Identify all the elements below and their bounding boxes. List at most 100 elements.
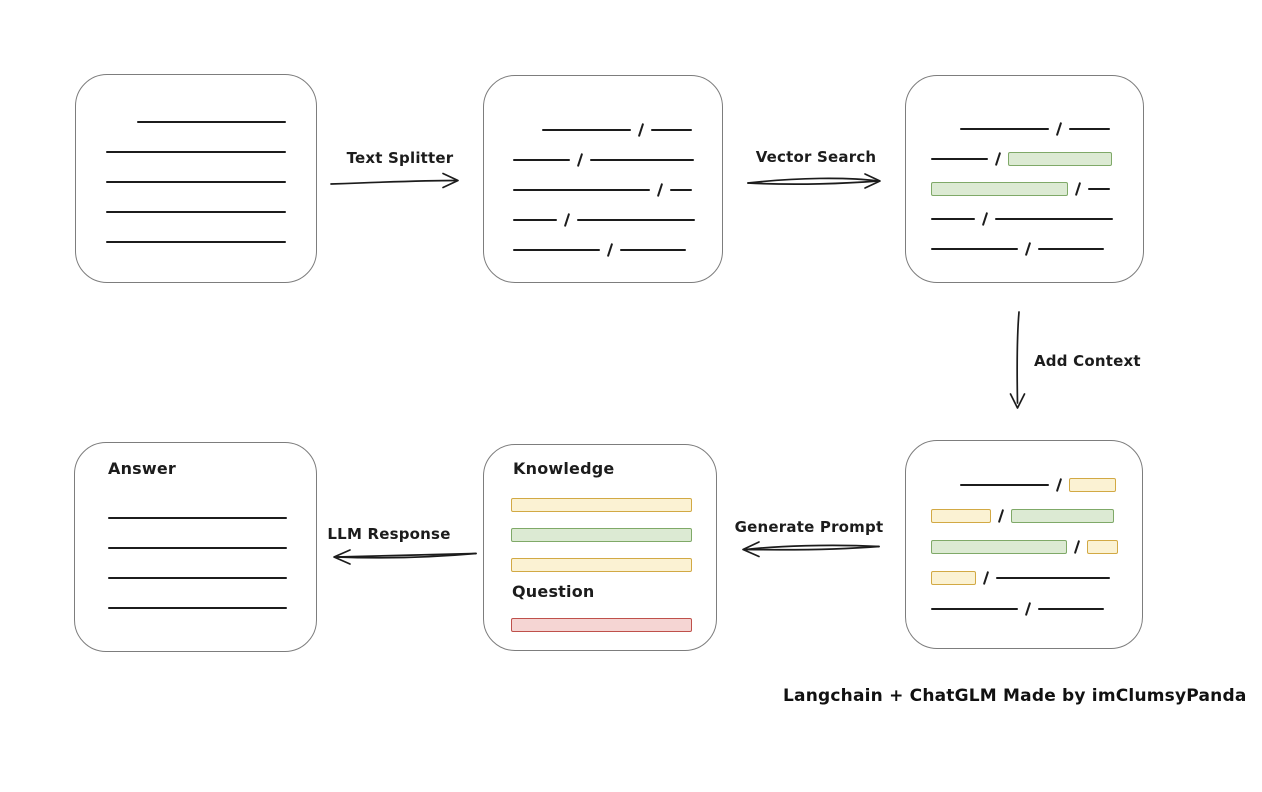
slash-separator xyxy=(637,123,645,137)
add-context-arrow xyxy=(1009,311,1026,409)
knowledge-label: Knowledge xyxy=(513,459,615,478)
yellow-chunk xyxy=(931,570,976,585)
chunk-row xyxy=(108,503,292,533)
llm-response-arrow-label: LLM Response xyxy=(327,525,451,543)
chunk-row xyxy=(511,610,692,640)
document-node xyxy=(75,74,317,283)
chunk-row xyxy=(931,204,1119,234)
text-line xyxy=(960,483,1049,486)
chunk-row xyxy=(511,550,692,580)
green-chunk xyxy=(1011,508,1114,523)
chunk-row xyxy=(108,563,292,593)
chunk-row xyxy=(931,593,1118,624)
slash-separator xyxy=(563,213,571,227)
generate-prompt-arrow xyxy=(742,541,880,558)
chunk-row xyxy=(106,227,292,257)
slash-separator xyxy=(1055,477,1063,492)
context-node xyxy=(905,440,1143,649)
vector-search-arrow xyxy=(747,173,881,189)
chunk-row xyxy=(106,167,292,197)
caption-text: Langchain + ChatGLM Made by imClumsyPand… xyxy=(783,686,1247,706)
chunk-row xyxy=(931,500,1118,531)
answer-node: Answer xyxy=(74,442,317,652)
search-result-rows xyxy=(931,114,1119,264)
text-line xyxy=(931,248,1018,250)
slash-separator xyxy=(1073,539,1081,554)
text-line xyxy=(590,159,694,161)
chunk-row xyxy=(513,115,698,145)
chunk-row xyxy=(513,145,698,175)
text-line xyxy=(651,129,692,131)
text-line xyxy=(931,218,975,220)
yellow-chunk xyxy=(511,498,692,512)
text-line xyxy=(513,219,557,221)
generate-prompt-arrow-label: Generate Prompt xyxy=(734,518,884,536)
text-line xyxy=(108,577,287,579)
text-line xyxy=(106,151,286,153)
context-rows xyxy=(931,469,1118,624)
text-splitter-arrow-label: Text Splitter xyxy=(346,149,454,167)
slash-separator xyxy=(656,183,664,197)
knowledge-chunks xyxy=(511,490,692,580)
chunk-row xyxy=(108,593,292,623)
chunk-row xyxy=(931,562,1118,593)
text-line xyxy=(108,547,287,549)
add-context-arrow-label: Add Context xyxy=(1034,352,1141,370)
chunk-row xyxy=(511,490,692,520)
chunk-row xyxy=(931,234,1119,264)
green-chunk xyxy=(931,182,1068,196)
text-line xyxy=(1069,128,1110,130)
text-line xyxy=(995,218,1113,220)
text-line xyxy=(1038,607,1104,610)
slash-separator xyxy=(981,212,989,226)
text-line xyxy=(106,211,286,213)
prompt-node: Knowledge Question xyxy=(483,444,717,651)
text-line xyxy=(108,517,287,519)
yellow-chunk xyxy=(1069,477,1116,492)
red-chunk xyxy=(511,618,692,632)
green-chunk xyxy=(511,528,692,542)
text-line xyxy=(542,129,631,131)
answer-label: Answer xyxy=(108,459,177,478)
text-line xyxy=(513,189,650,191)
chunk-row xyxy=(513,235,698,265)
chunk-row xyxy=(106,197,292,227)
slash-separator xyxy=(576,153,584,167)
green-chunk xyxy=(1008,152,1112,166)
chunk-row xyxy=(931,469,1118,500)
text-line xyxy=(620,249,686,251)
chunk-row xyxy=(511,520,692,550)
chunk-row xyxy=(931,114,1119,144)
text-line xyxy=(931,158,988,160)
slash-separator xyxy=(1024,242,1032,256)
llm-response-arrow xyxy=(333,549,477,565)
yellow-chunk xyxy=(511,558,692,572)
chunk-row xyxy=(106,137,292,167)
text-line xyxy=(1088,188,1110,190)
slash-separator xyxy=(997,508,1005,523)
green-chunk xyxy=(931,539,1067,554)
document-lines xyxy=(106,107,292,257)
yellow-chunk xyxy=(931,508,991,523)
text-line xyxy=(513,249,600,251)
slash-separator xyxy=(994,152,1002,166)
chunk-row xyxy=(931,144,1119,174)
text-line xyxy=(513,159,570,161)
text-line xyxy=(670,189,692,191)
text-line xyxy=(577,219,695,221)
chunk-row xyxy=(931,531,1118,562)
text-line xyxy=(960,128,1049,130)
slash-separator xyxy=(606,243,614,257)
text-line xyxy=(108,607,287,609)
search-results-node xyxy=(905,75,1144,283)
text-line xyxy=(106,241,286,243)
text-line xyxy=(106,181,286,183)
text-chunks-node xyxy=(483,75,723,283)
text-line xyxy=(1038,248,1104,250)
chunk-row xyxy=(931,174,1119,204)
chunk-row xyxy=(108,533,292,563)
question-label: Question xyxy=(512,582,595,601)
text-line xyxy=(931,607,1018,610)
chunk-row xyxy=(513,205,698,235)
